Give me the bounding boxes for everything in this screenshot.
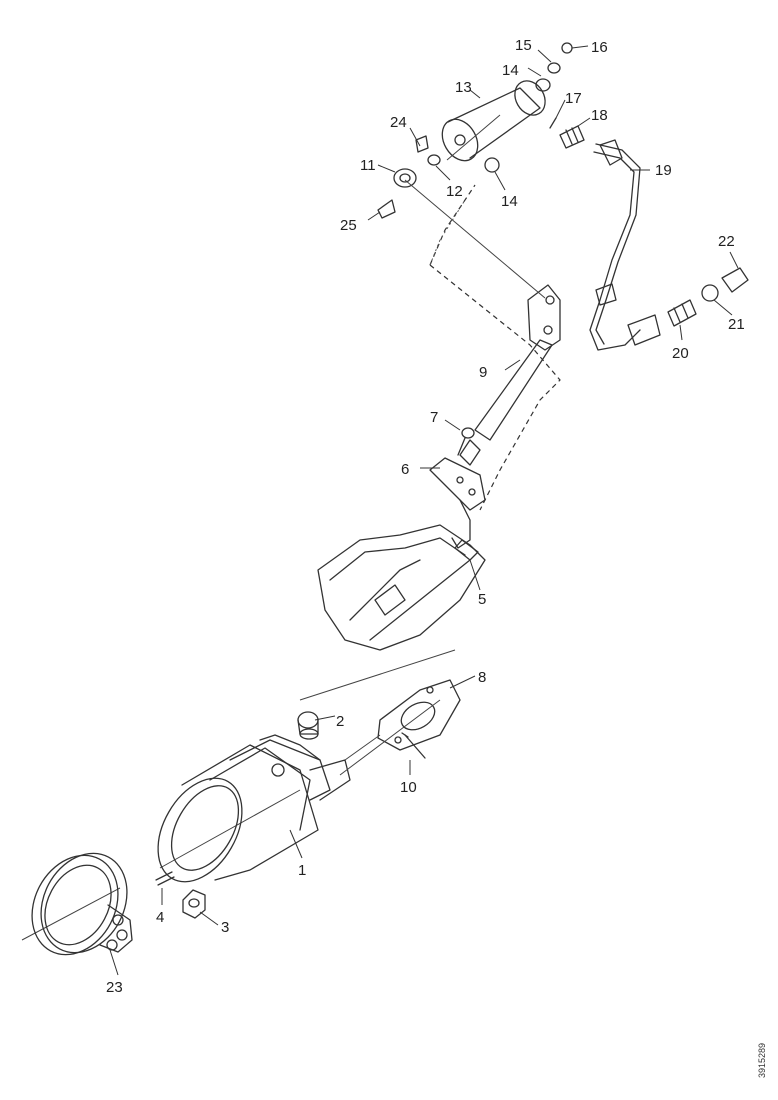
callout-7: 7 [430,409,438,426]
callout-11: 11 [360,157,376,174]
part-1-filter-housing [157,734,351,883]
part-7-bolt [457,427,475,456]
callout-21: 21 [728,316,745,333]
part-22-cap [721,267,749,293]
callout-4: 4 [156,909,164,926]
part-3-nut [182,889,206,919]
callout-2: 2 [336,713,344,730]
callout-23: 23 [106,979,123,996]
callout-17: 17 [565,90,582,107]
callout-20: 20 [672,345,689,362]
callout-13: 13 [455,79,472,96]
callout-10: 10 [400,779,417,796]
part-11-grommet [393,168,417,188]
callout-6: 6 [401,461,409,478]
part-6-bracket [429,457,486,549]
part-21-washer [701,284,719,302]
sensor-alignment-line [404,114,546,299]
callout-9: 9 [479,364,487,381]
part-23-clamp-ring [31,852,133,956]
part-9-sensor-pipe [459,284,561,466]
callout-14-upper: 14 [502,62,519,79]
part-24-clip [415,135,429,153]
callout-19: 19 [655,162,672,179]
callout-8: 8 [478,669,486,686]
sensor-dotted-line [429,199,466,266]
part-15-washer [547,62,561,74]
leader-lines [109,45,739,976]
part-25-screw [377,199,396,219]
part-2-bushing [297,711,319,740]
callout-18: 18 [591,107,608,124]
part-14-nut-upper [535,78,551,92]
part-16-nut [561,42,573,54]
part-19-pipe [589,139,661,351]
part-12-washer [427,154,441,166]
callout-5: 5 [478,591,486,608]
part-4-stud [155,871,175,886]
part-20-fitting [667,299,697,327]
callout-24: 24 [390,114,407,131]
gasket-alignment-line [299,649,456,776]
part-8-gasket-plate [377,679,461,751]
callout-12: 12 [446,183,463,200]
callout-15: 15 [515,37,532,54]
part-17-sleeve [549,117,557,129]
part-10-screw [401,732,426,759]
document-id: 3915289 [757,1042,767,1078]
part-14-nut-lower [484,157,500,173]
callout-14-lower: 14 [501,193,518,210]
callout-22: 22 [718,233,735,250]
callout-3: 3 [221,919,229,936]
assembly-axis-line [21,789,301,941]
callout-1: 1 [298,862,306,879]
part-5-heat-shield [317,524,486,651]
dashed-boundary-left [429,184,476,266]
callout-16: 16 [591,39,608,56]
part-18-union [559,125,585,149]
callout-25: 25 [340,217,357,234]
dashed-boundary [429,264,561,511]
